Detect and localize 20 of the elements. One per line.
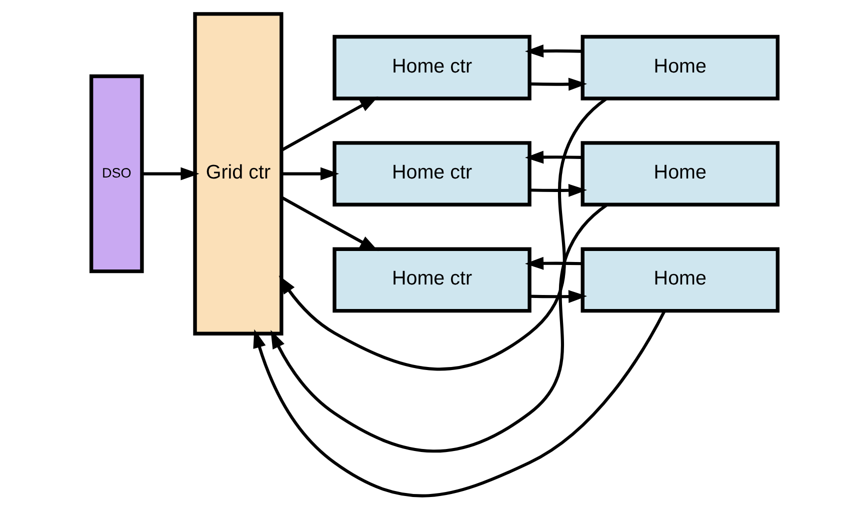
node-box: Home [580, 140, 780, 206]
arrow [252, 310, 666, 497]
arrow [278, 96, 607, 370]
arrow [141, 166, 199, 180]
node-box: Grid ctr [192, 12, 283, 335]
node-box: DSO [88, 74, 144, 273]
arrow [524, 150, 582, 164]
arrow [529, 77, 587, 90]
arrow [524, 256, 582, 270]
arrow [280, 196, 378, 251]
arrow [280, 166, 339, 180]
node-box: Home [580, 34, 780, 100]
arrow [529, 290, 587, 303]
node-box: Home ctr [332, 140, 531, 206]
arrow [529, 183, 587, 196]
node-box: Home [580, 246, 780, 312]
arrow [524, 44, 582, 58]
node-box: Home ctr [332, 246, 531, 312]
node-box: Home ctr [332, 34, 531, 100]
arrow [280, 96, 378, 152]
